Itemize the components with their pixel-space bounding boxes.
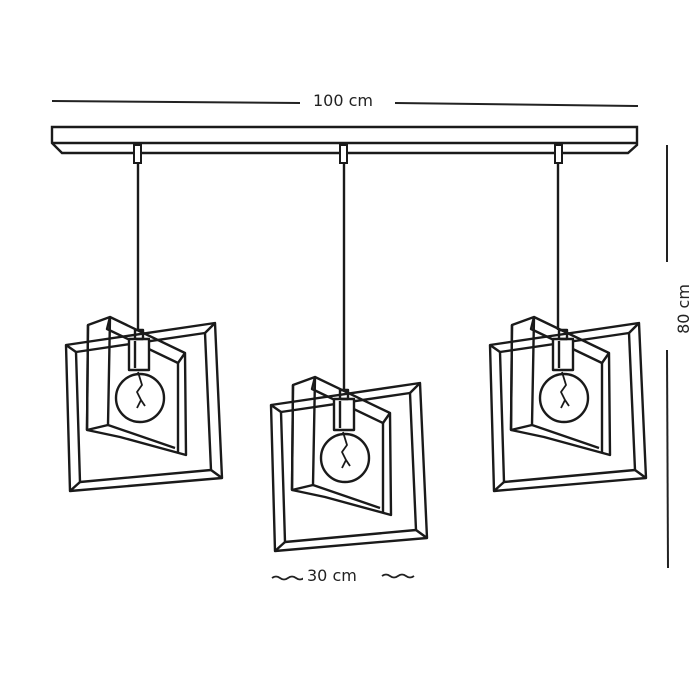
shade-width-dimension-line-right bbox=[381, 573, 415, 579]
pendant-lamp-right bbox=[488, 315, 648, 493]
shade-width-dimension-line-left bbox=[271, 575, 305, 581]
height-dimension-line-bottom bbox=[666, 349, 669, 569]
cords bbox=[136, 163, 560, 390]
width-dimension-line-right bbox=[394, 102, 639, 107]
shade-width-label: 30 cm bbox=[303, 567, 361, 585]
height-label: 80 cm bbox=[674, 280, 693, 338]
width-label: 100 cm bbox=[309, 92, 378, 110]
ceiling-bar bbox=[50, 125, 639, 155]
width-dimension-line-left bbox=[51, 100, 301, 104]
pendant-lamp-center bbox=[269, 375, 429, 553]
pendant-lamp-left bbox=[64, 315, 224, 493]
